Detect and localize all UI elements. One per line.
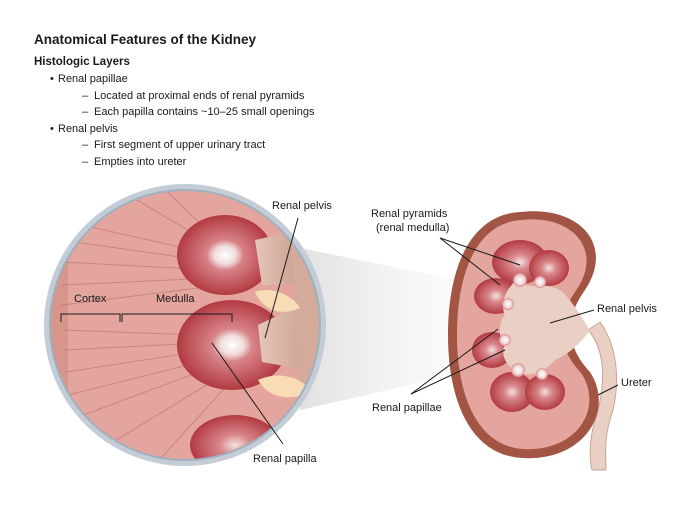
label-cortex: Cortex [74, 293, 107, 305]
leader-pyramids-2 [439, 237, 521, 266]
subitem-papillae-openings: Each papilla contains ~10–25 small openi… [34, 104, 454, 121]
label-renal-pyramids-line1: Renal pyramids [371, 208, 448, 220]
label-renal-pyramids-line2: (renal medulla) [376, 222, 449, 234]
label-renal-papilla: Renal papilla [253, 453, 317, 465]
magnified-lens [44, 184, 326, 466]
bullet-renal-papillae: Renal papillae [34, 71, 454, 88]
zoom-beam [300, 248, 468, 410]
leader-zoom-renal-pelvis [264, 217, 299, 339]
label-zoom-renal-pelvis: Renal pelvis [272, 200, 332, 212]
leader-ureter [597, 384, 619, 396]
subitem-papillae-location: Located at proximal ends of renal pyrami… [34, 88, 454, 105]
cortex-bracket [60, 313, 121, 322]
section-heading: Histologic Layers [34, 56, 130, 68]
label-renal-papillae: Renal papillae [372, 402, 442, 414]
label-kidney-renal-pelvis: Renal pelvis [597, 303, 657, 315]
leader-papillae-1 [410, 328, 499, 395]
leader-renal-papilla [211, 342, 284, 445]
leader-lines [60, 217, 619, 445]
leader-papillae-2 [410, 349, 506, 395]
leader-kidney-renal-pelvis [549, 309, 595, 324]
text-header: Anatomical Features of the Kidney Histol… [34, 32, 454, 170]
subitem-pelvis-empties: Empties into ureter [34, 154, 454, 171]
medulla-bracket [121, 313, 233, 322]
kidney-pelvis-shape [499, 282, 590, 375]
page-title: Anatomical Features of the Kidney [34, 32, 257, 47]
leader-pyramids-1 [439, 237, 501, 286]
bullet-renal-pelvis: Renal pelvis [34, 121, 454, 138]
label-medulla: Medulla [156, 293, 195, 305]
ureter-tube [587, 321, 617, 471]
label-ureter: Ureter [621, 377, 652, 389]
subitem-pelvis-segment: First segment of upper urinary tract [34, 137, 454, 154]
kidney-organ [448, 211, 617, 471]
